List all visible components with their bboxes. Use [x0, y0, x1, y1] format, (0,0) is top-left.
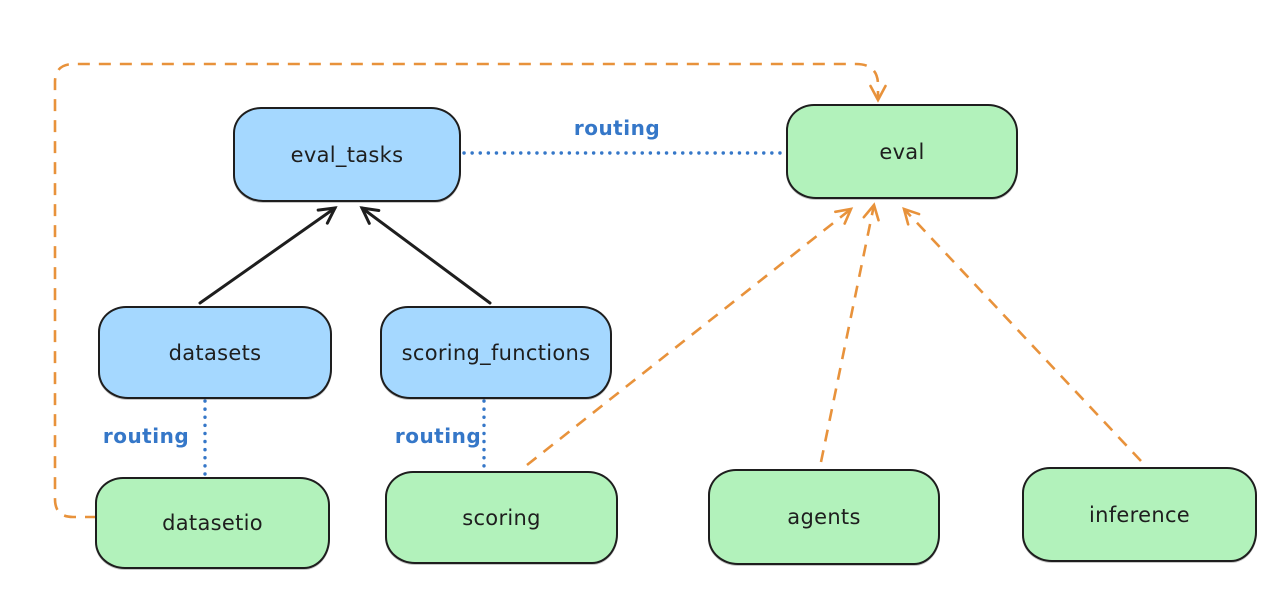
edge-scoring-functions-to-eval-tasks — [359, 206, 492, 305]
node-eval: eval — [786, 104, 1018, 199]
node-datasetio-label: datasetio — [162, 511, 263, 535]
node-agents: agents — [708, 469, 940, 565]
node-inference: inference — [1022, 467, 1257, 562]
edge-datasets-to-eval-tasks — [198, 206, 338, 305]
edge-datasetio-to-eval — [53, 62, 887, 519]
node-eval-tasks: eval_tasks — [233, 107, 461, 202]
node-scoring: scoring — [385, 471, 618, 564]
node-datasets-label: datasets — [168, 340, 262, 365]
edge-label-routing-scoring: routing — [394, 424, 482, 448]
node-scoring-functions: scoring_functions — [380, 306, 612, 399]
node-datasets: datasets — [98, 306, 332, 399]
node-eval-label: eval — [879, 139, 925, 164]
edge-inference-to-eval — [902, 206, 1142, 462]
node-inference-label: inference — [1088, 502, 1191, 527]
edge-label-routing-top: routing — [573, 116, 661, 140]
node-agents-label: agents — [787, 505, 861, 529]
edge-scoring-to-eval — [526, 207, 854, 467]
node-eval-tasks-label: eval_tasks — [290, 142, 404, 167]
edge-label-routing-datasets: routing — [102, 424, 190, 448]
node-scoring-functions-label: scoring_functions — [401, 340, 591, 365]
node-scoring-label: scoring — [462, 505, 541, 530]
node-datasetio: datasetio — [95, 477, 330, 569]
edge-agents-to-eval — [819, 202, 880, 463]
